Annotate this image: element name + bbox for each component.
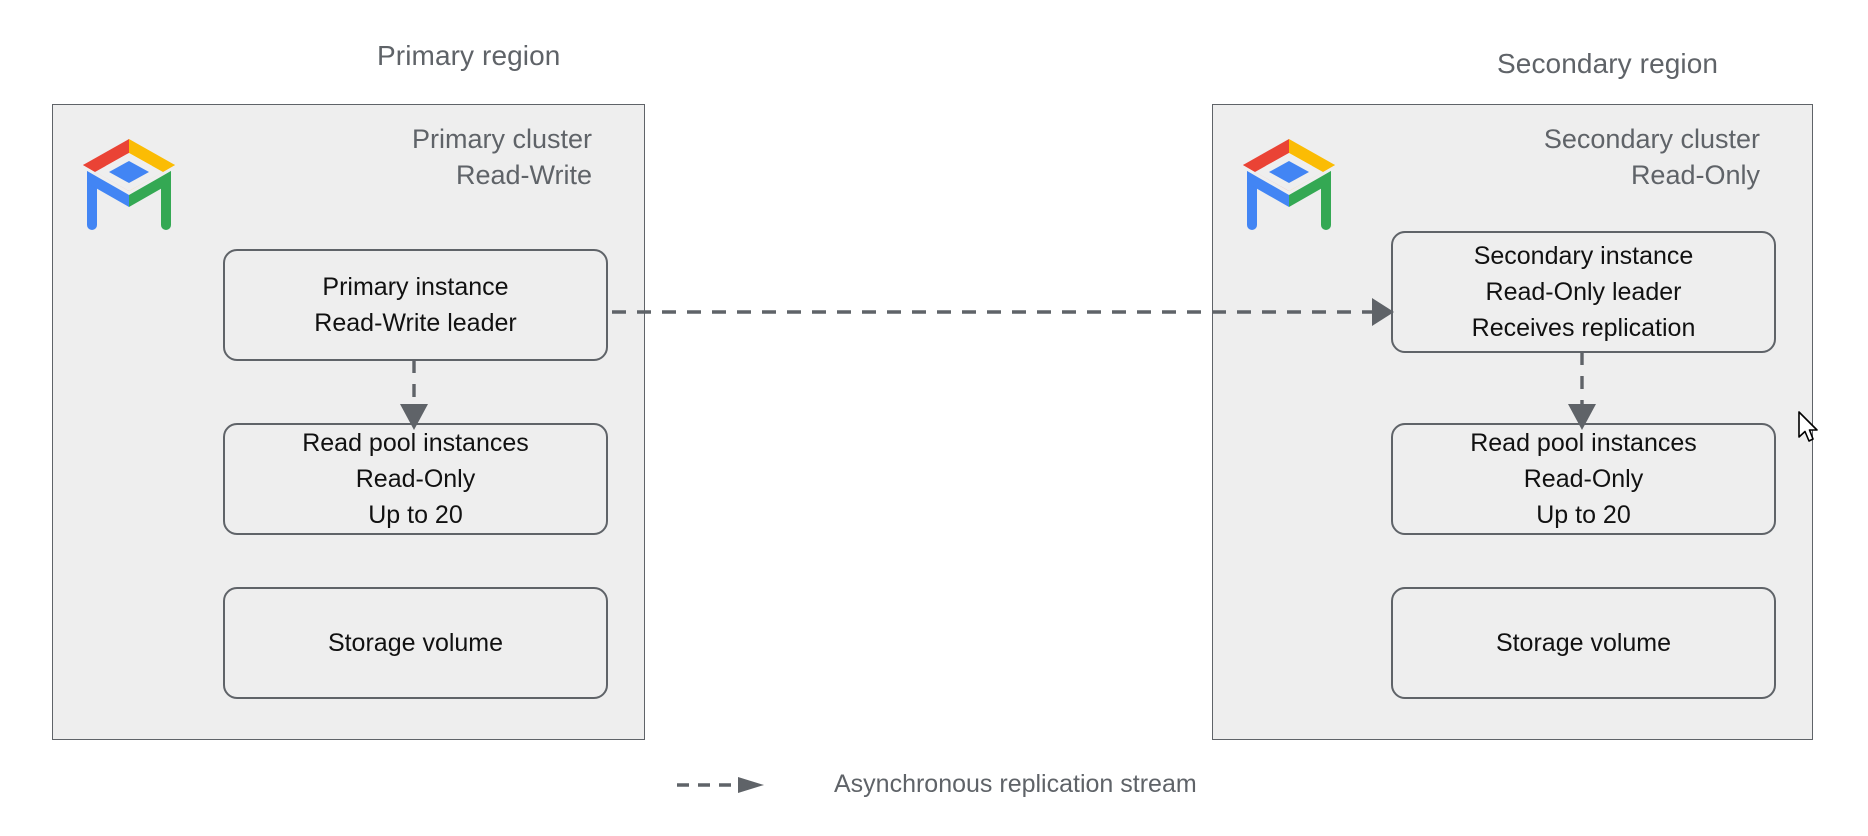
legend: Asynchronous replication stream <box>676 770 1197 799</box>
mouse-cursor-icon <box>1798 411 1818 442</box>
node-secondary-read-pool[interactable]: Read pool instances Read-Only Up to 20 <box>1391 423 1776 535</box>
node-primary-storage-volume[interactable]: Storage volume <box>223 587 608 699</box>
alloydb-logo-icon <box>83 139 175 230</box>
secondary-cluster-title: Secondary cluster Read-Only <box>1543 124 1760 190</box>
node-primary-read-pool[interactable]: Read pool instances Read-Only Up to 20 <box>223 423 608 535</box>
node-primary-instance[interactable]: Primary instance Read-Write leader <box>223 249 608 361</box>
secondary-region-label: Secondary region <box>1497 48 1719 79</box>
primary-cluster-title: Primary cluster Read-Write <box>411 124 592 190</box>
node-secondary-instance[interactable]: Secondary instance Read-Only leader Rece… <box>1391 231 1776 353</box>
primary-region-label: Primary region <box>377 40 561 71</box>
node-secondary-storage-volume[interactable]: Storage volume <box>1391 587 1776 699</box>
primary-cluster-container: Primary cluster Read-Write Primary insta… <box>52 104 645 740</box>
legend-dashed-arrow-icon <box>677 776 764 793</box>
legend-label: Asynchronous replication stream <box>834 770 1197 798</box>
alloydb-logo-icon <box>1243 139 1335 230</box>
secondary-cluster-container: Secondary cluster Read-Only Secondary in… <box>1212 104 1813 740</box>
